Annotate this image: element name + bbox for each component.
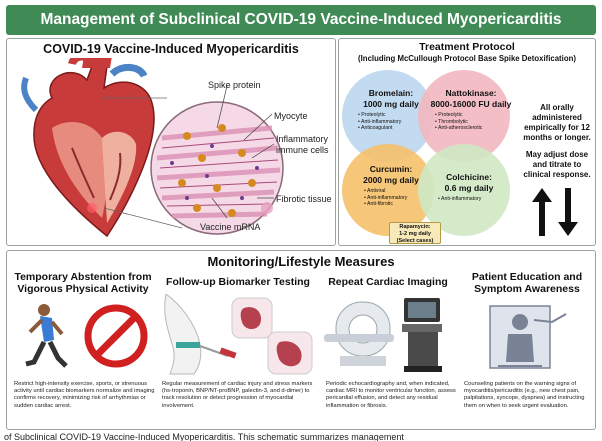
arrow-up-icon bbox=[532, 188, 552, 236]
rapamycin-dose: 1-2 mg daily bbox=[399, 230, 431, 237]
nattokinase-item: Anti-atherosclerotic bbox=[435, 125, 517, 132]
mri-scanner-icon bbox=[324, 301, 394, 366]
tissue-magnification bbox=[150, 101, 284, 235]
monitor-desc-exercise: Restrict high-intensity exercise, sports… bbox=[14, 381, 155, 409]
monitoring-title: Monitoring/Lifestyle Measures bbox=[207, 254, 395, 269]
titration-arrows bbox=[532, 188, 578, 236]
imaging-illustration bbox=[324, 298, 442, 372]
rapamycin-box: Rapamycin: 1-2 mg daily (Select cases) bbox=[389, 222, 441, 244]
monitor-desc-imaging: Periodic echocardiography and, when indi… bbox=[326, 381, 456, 409]
nattokinase-item: Thrombolytic bbox=[435, 119, 517, 126]
monitor-title-exercise: Temporary Abstention from Vigorous Physi… bbox=[14, 271, 152, 295]
curcumin-name: Curcumin: bbox=[369, 164, 413, 174]
treatment-subtitle: (Including McCullough Protocol Base Spik… bbox=[358, 54, 576, 63]
bromelain-item: Proteolytic bbox=[358, 112, 434, 119]
curcumin-item: Antiviral bbox=[364, 188, 434, 195]
bromelain-block: Bromelain: 1000 mg daily Proteolytic Ant… bbox=[348, 88, 434, 132]
monitor-title-education: Patient Education and Symptom Awareness bbox=[471, 271, 583, 295]
figure-caption: of Subclinical COVID-19 Vaccine-Induced … bbox=[4, 432, 404, 441]
monitor-desc-education: Counseling patients on the warning signs… bbox=[464, 381, 585, 409]
prohibited-icon bbox=[84, 304, 148, 368]
administration-note: All orally administered empirically for … bbox=[523, 103, 591, 142]
arrow-down-icon bbox=[558, 188, 578, 236]
patient-icon bbox=[489, 305, 567, 369]
runner-icon bbox=[25, 304, 68, 368]
main-title-banner: Management of Subclinical COVID-19 Vacci… bbox=[6, 5, 596, 35]
curcumin-dose: 2000 mg daily bbox=[363, 174, 419, 185]
colchicine-dose: 0.6 mg daily bbox=[444, 182, 494, 193]
heart-illustration bbox=[21, 58, 284, 238]
label-fibrotic-tissue: Fibrotic tissue bbox=[276, 194, 332, 204]
curcumin-item: Anti-inflammatory bbox=[364, 195, 434, 202]
label-spike-protein: Spike protein bbox=[208, 80, 261, 90]
nattokinase-dose: 8000-16000 FU daily bbox=[430, 98, 512, 109]
label-inflammatory-cells: Inflammatory immune cells bbox=[276, 134, 329, 155]
colchicine-name: Colchicine: bbox=[446, 172, 492, 182]
curcumin-block: Curcumin: 2000 mg daily Antiviral Anti-i… bbox=[348, 164, 434, 208]
bromelain-item: Anticoagulant bbox=[358, 125, 434, 132]
heart-icon bbox=[21, 58, 155, 238]
ultrasound-machine-icon bbox=[402, 298, 442, 372]
blood-test-illustration bbox=[164, 294, 313, 375]
colchicine-block: Colchicine: 0.6 mg daily Anti-inflammato… bbox=[424, 172, 514, 203]
nattokinase-block: Nattokinase: 8000-16000 FU daily Proteol… bbox=[425, 88, 517, 132]
cell-sample-icon bbox=[231, 297, 313, 375]
treatment-title: Treatment Protocol bbox=[419, 41, 515, 53]
nattokinase-item: Proteolytic bbox=[435, 112, 517, 119]
monitor-title-biomarker: Follow-up Biomarker Testing bbox=[166, 276, 310, 288]
bromelain-item: Anti-inflammatory bbox=[358, 119, 434, 126]
label-myocyte: Myocyte bbox=[274, 111, 308, 121]
runner-illustration bbox=[25, 304, 148, 368]
colchicine-item: Anti-inflammatory bbox=[438, 196, 514, 203]
arm-blood-draw-icon bbox=[164, 294, 237, 375]
bromelain-name: Bromelain: bbox=[368, 88, 414, 98]
bromelain-dose: 1000 mg daily bbox=[363, 98, 419, 109]
education-illustration bbox=[489, 305, 567, 369]
rapamycin-name: Rapamycin: bbox=[399, 224, 431, 230]
rapamycin-note: (Select cases) bbox=[396, 237, 434, 244]
monitor-desc-biomarker: Regular measurement of cardiac injury an… bbox=[162, 381, 313, 409]
titration-note: May adjust dose and titrate to clinical … bbox=[523, 150, 591, 179]
curcumin-item: Anti-fibrotic bbox=[364, 201, 434, 208]
nattokinase-name: Nattokinase: bbox=[445, 88, 497, 98]
monitor-title-imaging: Repeat Cardiac Imaging bbox=[328, 276, 448, 288]
label-vaccine-mrna: Vaccine mRNA bbox=[200, 222, 261, 232]
myopericarditis-title: COVID-19 Vaccine-Induced Myopericarditis bbox=[43, 42, 299, 56]
